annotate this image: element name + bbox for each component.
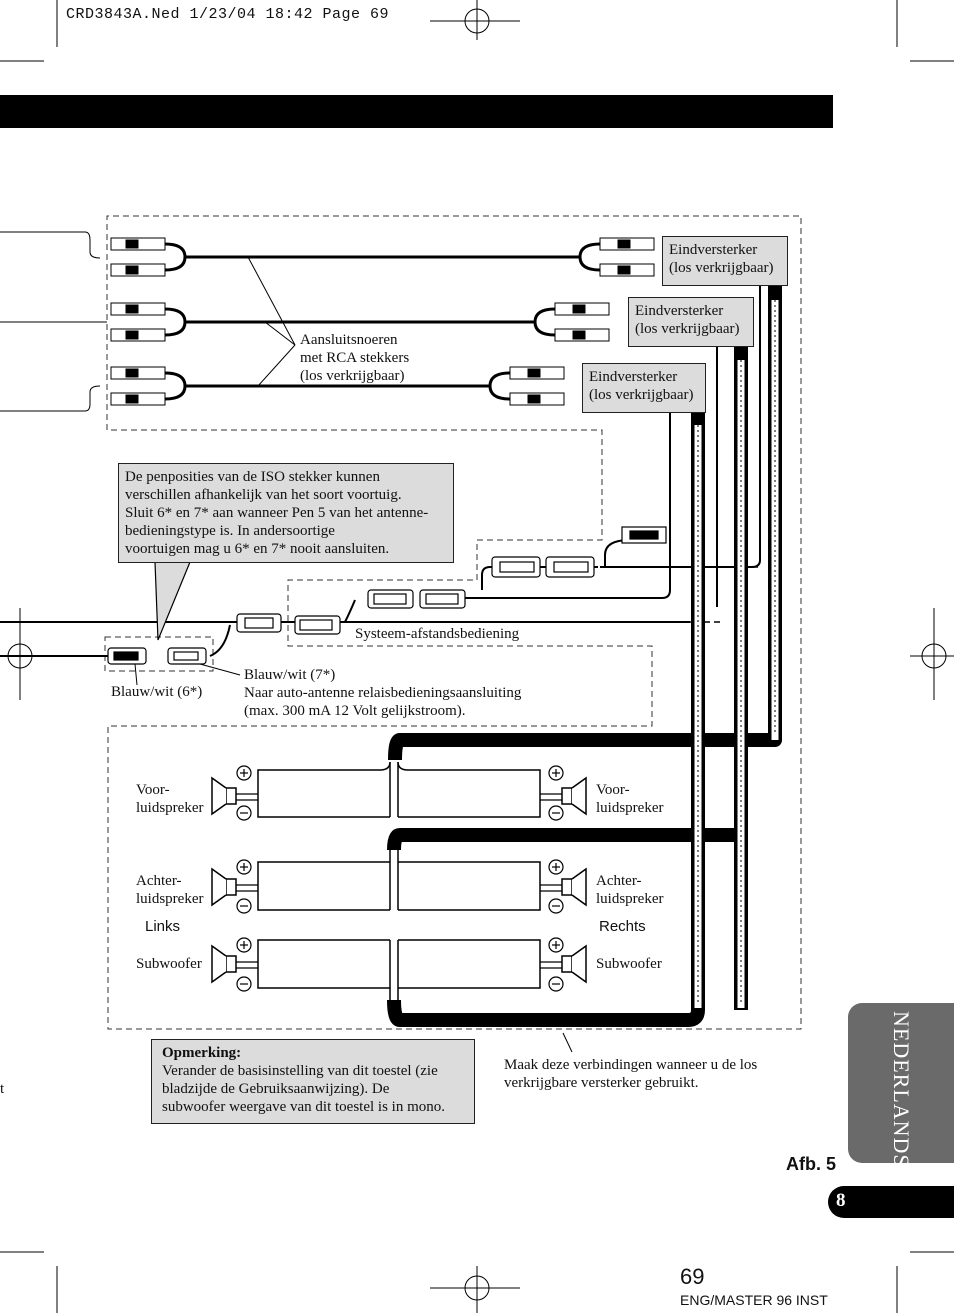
rear-right-label: Achter- luidspreker — [596, 873, 664, 907]
blue-white-7-label: Blauw/wit (7*) Naar auto-antenne relaisb… — [244, 667, 522, 719]
remote-label: Systeem-afstandsbediening — [355, 626, 520, 642]
rca-plug — [110, 328, 166, 342]
amp-connection-note: Maak deze verbindingen wanneer u de los … — [504, 1057, 758, 1091]
rca-plug — [110, 263, 166, 277]
remote-connector — [294, 615, 341, 635]
page-number: 69 — [680, 1264, 705, 1289]
section-number: 8 — [836, 1190, 846, 1211]
language-tab: NEDERLANDS — [848, 1003, 954, 1168]
rca-plug — [599, 263, 655, 277]
rca-plug — [509, 392, 565, 406]
sub-right-label: Subwoofer — [596, 956, 662, 972]
header-bar — [0, 95, 833, 128]
speaker-icon — [211, 944, 237, 984]
speakers-left — [211, 776, 237, 984]
minus-icon — [548, 976, 564, 992]
rca-plug — [110, 366, 166, 380]
plus-icon — [548, 937, 564, 953]
front-right-label: Voor- luidspreker — [596, 782, 664, 816]
speaker-icon — [211, 867, 237, 907]
plus-icon — [548, 859, 564, 875]
minus-icon — [236, 976, 252, 992]
amplifier-box: Eindversterker (los verkrijgbaar) — [662, 236, 788, 286]
sub-left-label: Subwoofer — [136, 956, 202, 972]
footer-code: ENG/MASTER 96 INST — [680, 1292, 828, 1308]
speaker-wires — [257, 761, 541, 1000]
plus-icon — [548, 765, 564, 781]
speaker-icon — [561, 776, 587, 816]
rca-plug — [599, 237, 655, 251]
remote-connector — [491, 556, 541, 578]
rca-plug — [509, 366, 565, 380]
speaker-icon — [211, 776, 237, 816]
amplifier-box: Eindversterker (los verkrijgbaar) — [582, 363, 706, 413]
remote-connector — [545, 556, 595, 578]
minus-icon — [236, 898, 252, 914]
rca-plug — [554, 302, 610, 316]
plus-icon — [236, 765, 252, 781]
file-stamp: CRD3843A.Ned 1/23/04 18:42 Page 69 — [66, 6, 390, 23]
rca-plug — [110, 392, 166, 406]
remote-connector — [236, 613, 282, 633]
plus-icon — [236, 859, 252, 875]
front-left-label: Voor- luidspreker — [136, 782, 204, 816]
minus-icon — [548, 898, 564, 914]
polarity-symbols — [236, 765, 564, 992]
remote-connector — [419, 589, 466, 609]
left-side-label: Links — [145, 918, 181, 935]
blue-white-6-label: Blauw/wit (6*) — [111, 684, 203, 700]
note-box: Opmerking: Verander de basisinstelling v… — [151, 1039, 475, 1124]
speaker-cables — [387, 286, 782, 1027]
minus-icon — [548, 805, 564, 821]
edge-fragment: t — [0, 1081, 5, 1097]
antenna-connector — [107, 647, 147, 665]
rca-cables — [164, 242, 601, 401]
rca-plug — [110, 237, 166, 251]
section-badge: 8 — [828, 1186, 954, 1218]
rca-plug — [554, 328, 610, 342]
amplifier-box: Eindversterker (los verkrijgbaar) — [628, 297, 754, 347]
speakers-right — [561, 776, 587, 984]
note-title: Opmerking: — [162, 1045, 242, 1061]
minus-icon — [236, 805, 252, 821]
remote-connector — [621, 526, 667, 544]
iso-note: De penposities van de ISO stekker kunnen… — [118, 463, 454, 563]
rca-plugs — [110, 237, 655, 406]
speaker-icon — [561, 944, 587, 984]
rca-cable-label: Aansluitsnoeren met RCA stekkers (los ve… — [300, 332, 410, 384]
speaker-icon — [561, 867, 587, 907]
figure-label: Afb. 5 — [786, 1154, 837, 1174]
right-side-label: Rechts — [599, 918, 646, 935]
language-tab-label: NEDERLANDS — [889, 1011, 914, 1168]
rca-plug — [110, 302, 166, 316]
remote-connector — [367, 589, 414, 609]
antenna-connector — [167, 647, 207, 665]
plus-icon — [236, 937, 252, 953]
note-body: Verander de basisinstelling van dit toes… — [162, 1063, 445, 1115]
rear-left-label: Achter- luidspreker — [136, 873, 204, 907]
connectors — [107, 526, 667, 665]
